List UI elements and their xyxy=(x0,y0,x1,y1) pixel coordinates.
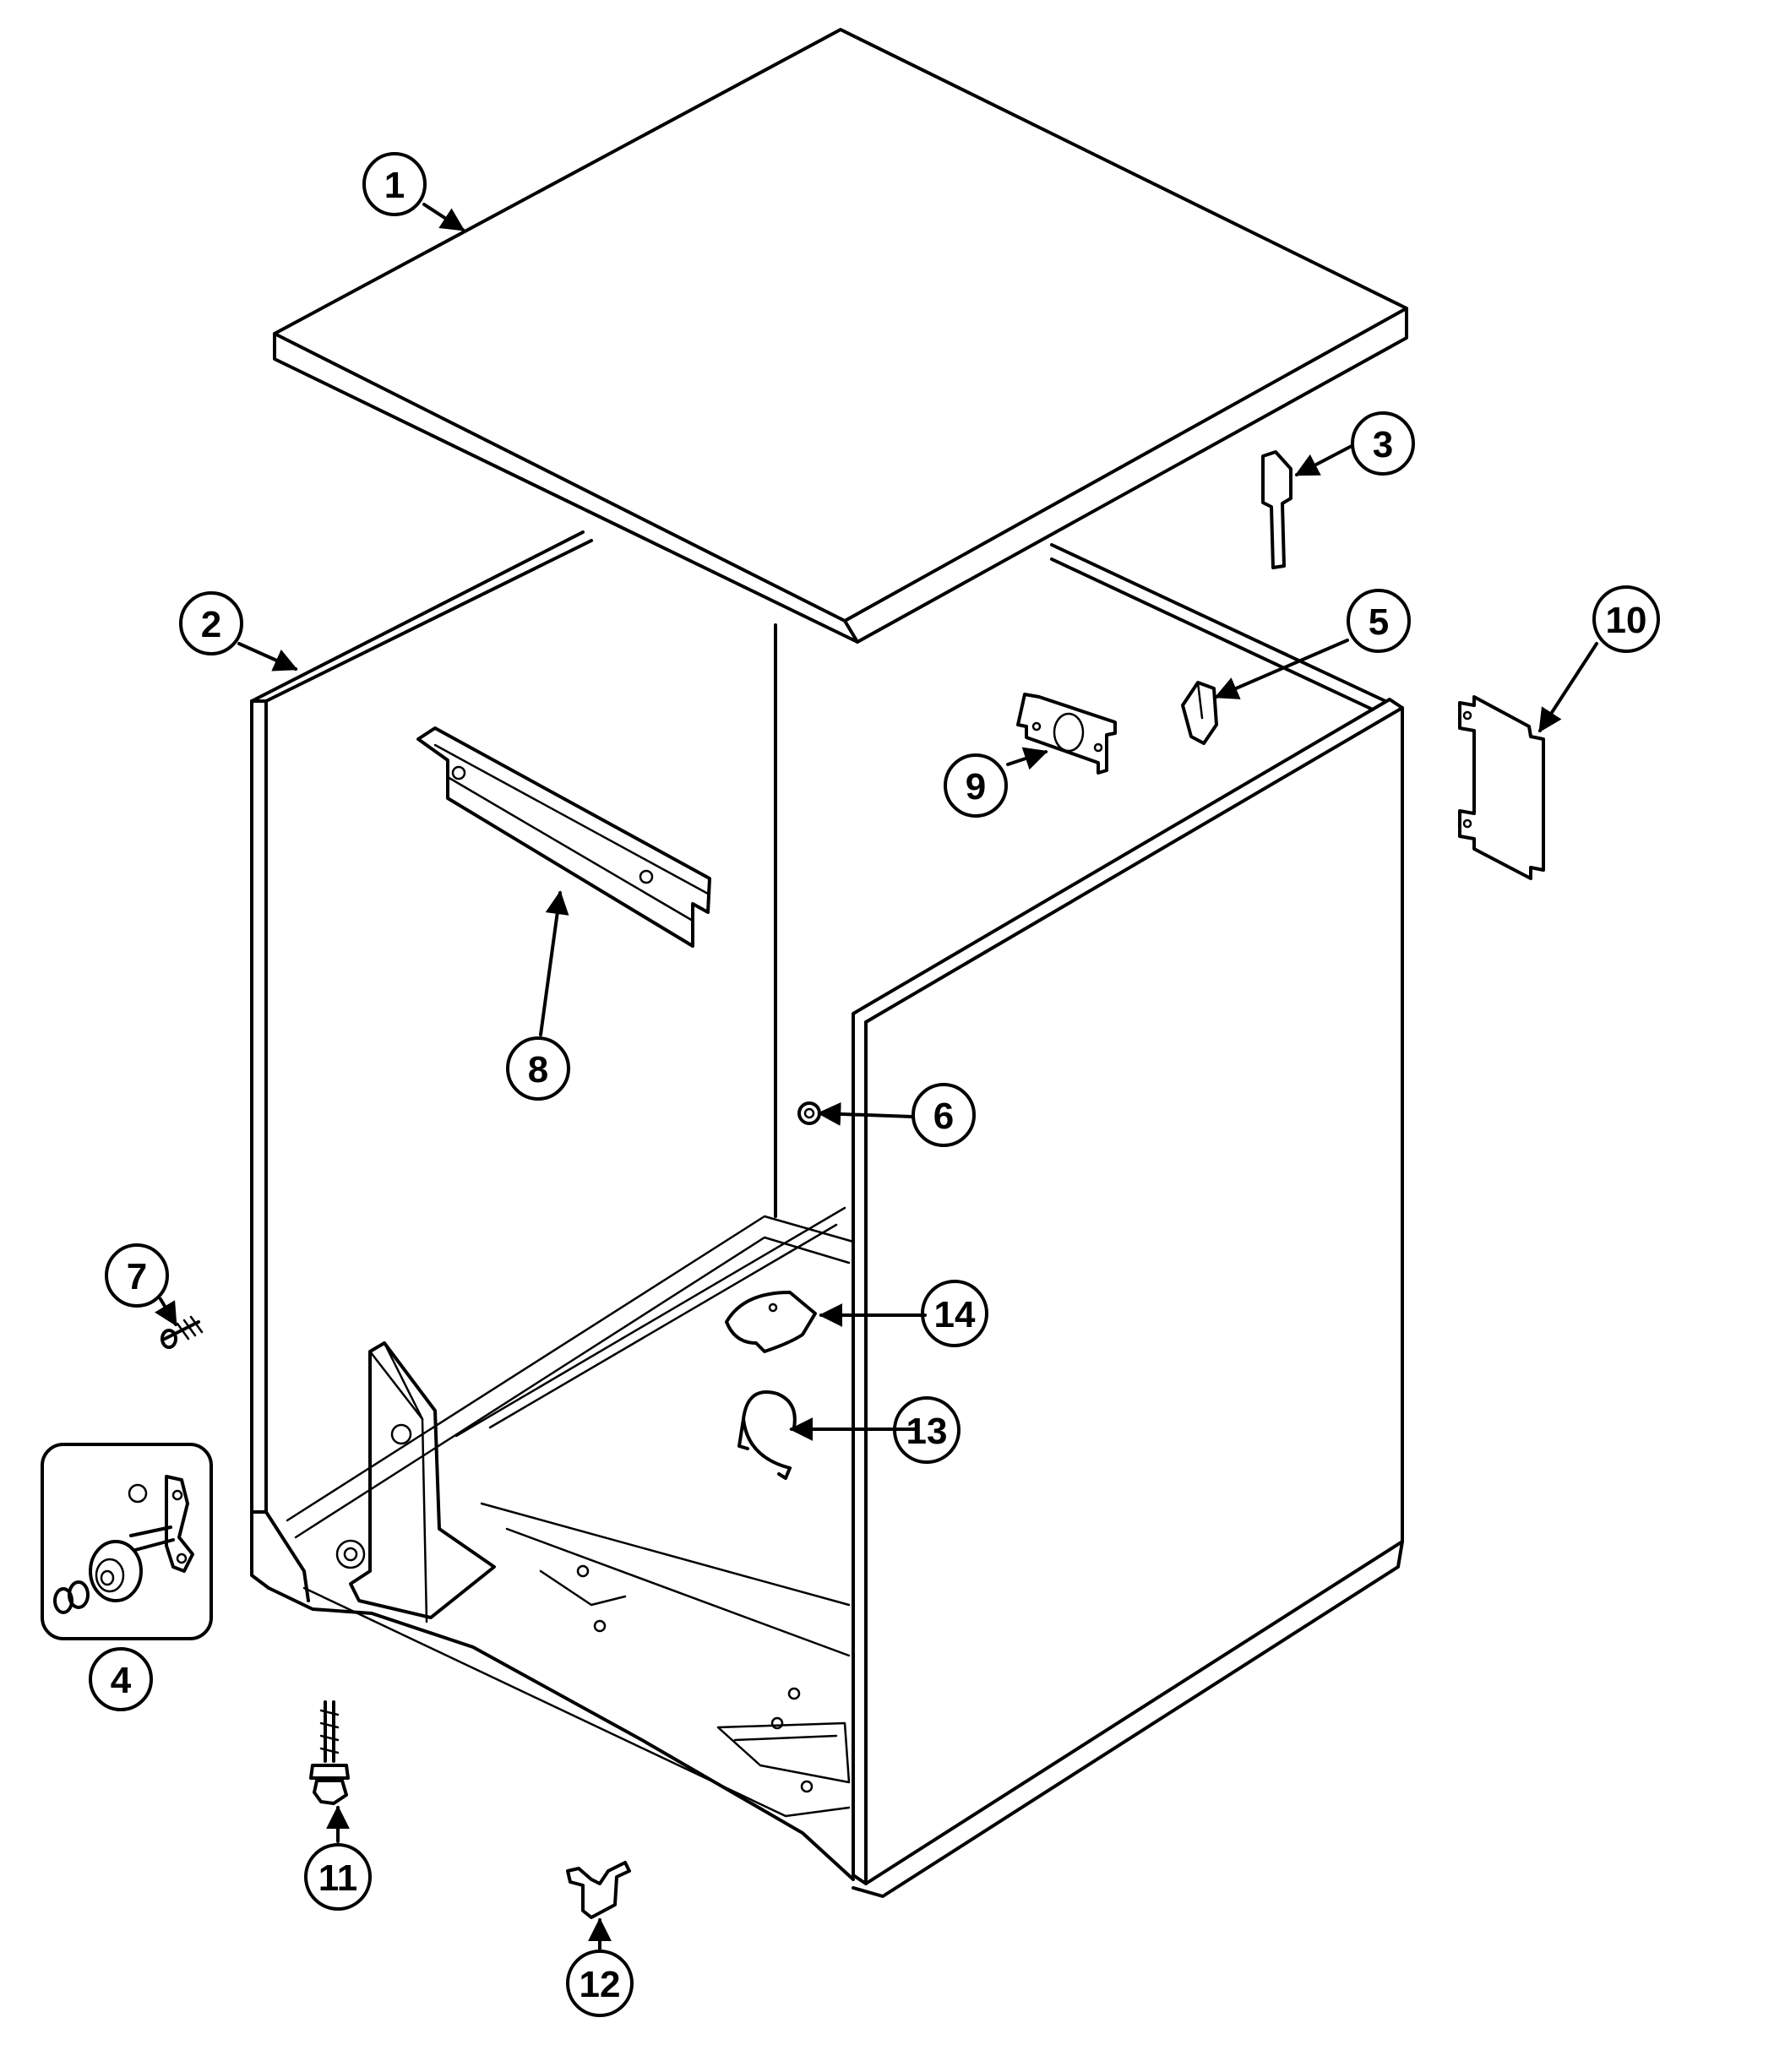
deflector-part-14 xyxy=(725,1291,817,1353)
callout-1: 1 xyxy=(362,152,427,216)
svg-text:3: 3 xyxy=(1373,424,1393,465)
clip-part-3 xyxy=(1261,450,1292,569)
top-lid-part-1 xyxy=(273,28,1408,644)
svg-text:12: 12 xyxy=(580,1964,621,2005)
ring-part-13 xyxy=(737,1390,797,1480)
clip-part-12 xyxy=(566,1861,631,1919)
svg-text:5: 5 xyxy=(1369,601,1389,643)
callout-3: 3 xyxy=(1351,411,1415,476)
roller-assembly-part-4 xyxy=(41,1443,213,1640)
clip-part-5 xyxy=(1181,681,1218,745)
cabinet-part-2 xyxy=(250,530,1404,1898)
svg-text:6: 6 xyxy=(933,1096,954,1137)
leveling-leg-part-11 xyxy=(309,1700,350,1805)
callout-13: 13 xyxy=(893,1396,961,1464)
rail-part-8 xyxy=(416,726,711,948)
callout-2: 2 xyxy=(179,591,243,655)
bracket-part-9 xyxy=(1016,693,1117,775)
svg-text:10: 10 xyxy=(1606,600,1647,641)
svg-text:2: 2 xyxy=(201,604,221,645)
panel-part-10 xyxy=(1458,695,1545,880)
callout-7: 7 xyxy=(105,1243,169,1308)
svg-text:7: 7 xyxy=(127,1256,147,1297)
svg-text:8: 8 xyxy=(528,1049,548,1090)
callout-4: 4 xyxy=(89,1647,153,1711)
svg-text:13: 13 xyxy=(906,1411,948,1452)
plug-part-6 xyxy=(797,1101,821,1125)
screw-part-7 xyxy=(161,1315,204,1349)
svg-text:11: 11 xyxy=(318,1857,358,1899)
svg-text:14: 14 xyxy=(934,1294,976,1335)
callout-10: 10 xyxy=(1592,585,1660,653)
callout-5: 5 xyxy=(1347,589,1411,653)
callout-12: 12 xyxy=(566,1950,634,2017)
leader-lines xyxy=(155,203,1598,1950)
svg-text:4: 4 xyxy=(111,1660,132,1701)
callout-9: 9 xyxy=(944,753,1008,818)
callout-14: 14 xyxy=(921,1280,988,1347)
callout-8: 8 xyxy=(506,1036,570,1101)
svg-text:1: 1 xyxy=(384,165,405,206)
svg-text:9: 9 xyxy=(966,766,986,808)
callout-6: 6 xyxy=(912,1083,976,1147)
callout-11: 11 xyxy=(304,1843,372,1911)
